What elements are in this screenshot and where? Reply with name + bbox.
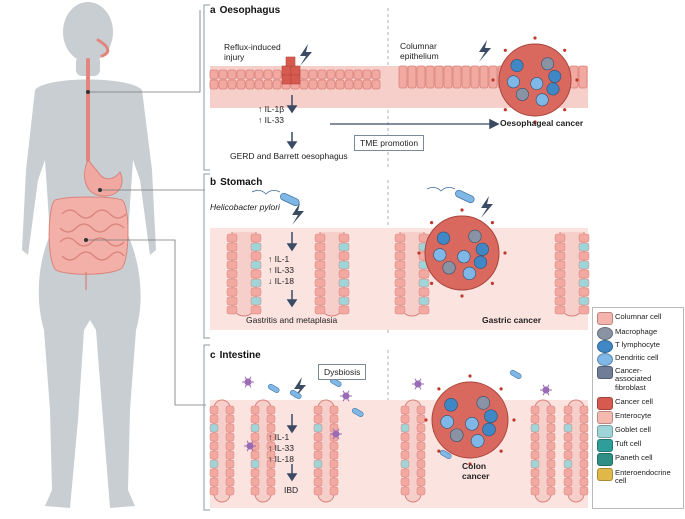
gastric-tumor [417,208,507,298]
colon-tumor [424,374,516,466]
flagella [251,187,456,195]
cell-type-legend: Columnar cell Macrophage T lymphocyte De… [592,307,684,509]
paneth-cell-icon [597,453,613,466]
arrows-a [286,95,500,150]
oesophageal-tumor [491,36,579,124]
dendritic-cell-icon [597,353,613,366]
reflux-injury-label: Reflux-induced injury [224,42,281,62]
lightning-icon-a [300,44,312,66]
h-pylori-bacteria [280,189,475,207]
panel-c-cytokine-2: ↑ IL-33 [268,443,294,453]
body-silhouette [22,2,156,508]
leader-lines [86,10,206,406]
arrows-b [286,232,298,308]
panel-c-letter: c [210,350,216,361]
lightning-icon-a2 [479,40,491,62]
t-lymphocyte-icon [597,340,613,353]
panel-b-letter: b [210,177,217,188]
h-pylori-label: Helicobacter pylori [210,202,280,212]
panel-frames [203,4,210,511]
panel-b-cytokine-1: ↑ IL-1 [268,254,290,264]
fibroblast-icon [597,366,613,379]
intestine-coils [59,209,127,290]
columnar-cell-icon [597,312,613,325]
tme-promotion-box: TME promotion [354,135,425,151]
macrophage-icon [597,327,613,340]
colon-cancer-label: Colon cancer [462,461,490,481]
intestine-villi [209,399,589,508]
arrows-c [286,414,298,482]
lightning-icon-b2 [481,196,493,218]
oesophageal-cancer-label: Oesophageal cancer [500,118,584,128]
panel-b-outcome: Gastritis and metaplasia [246,315,338,325]
enteroendocrine-cell-icon [597,468,613,481]
tuft-cell-icon [597,439,613,452]
digestive-organs [86,38,110,162]
dysbiosis-box: Dysbiosis [318,364,367,380]
panel-c-title: Intestine [219,350,261,361]
panel-b-title: Stomach [220,177,263,188]
panel-a-title: Oesophagus [219,5,281,16]
injury-cluster [281,56,301,85]
columnar-epithelium-label: Columnar epithelium [400,41,439,61]
enterocyte-icon [597,411,613,424]
lightning-icon-c [294,377,306,399]
cancer-cell-icon [597,397,613,410]
lightning-icon-b [292,203,304,225]
panel-a-letter: a [210,5,216,16]
stomach-shape [84,159,123,197]
panel-c-cytokine-3: ↑ IL-18 [268,454,294,464]
panel-c-outcome: IBD [284,485,299,495]
panel-b-cytokine-3: ↓ IL-18 [268,276,294,286]
intestine-shape [48,196,129,275]
panel-a-outcome: GERD and Barrett oesophagus [230,151,348,161]
panel-b-cytokine-2: ↑ IL-33 [268,265,294,275]
panel-c-cytokine-1: ↑ IL-1 [268,432,290,442]
panel-a-cytokine-1: ↑ IL-1β [258,104,285,114]
goblet-cell-icon [597,425,613,438]
gastric-cancer-label: Gastric cancer [482,315,542,325]
panel-a-cytokine-2: ↑ IL-33 [258,115,284,125]
